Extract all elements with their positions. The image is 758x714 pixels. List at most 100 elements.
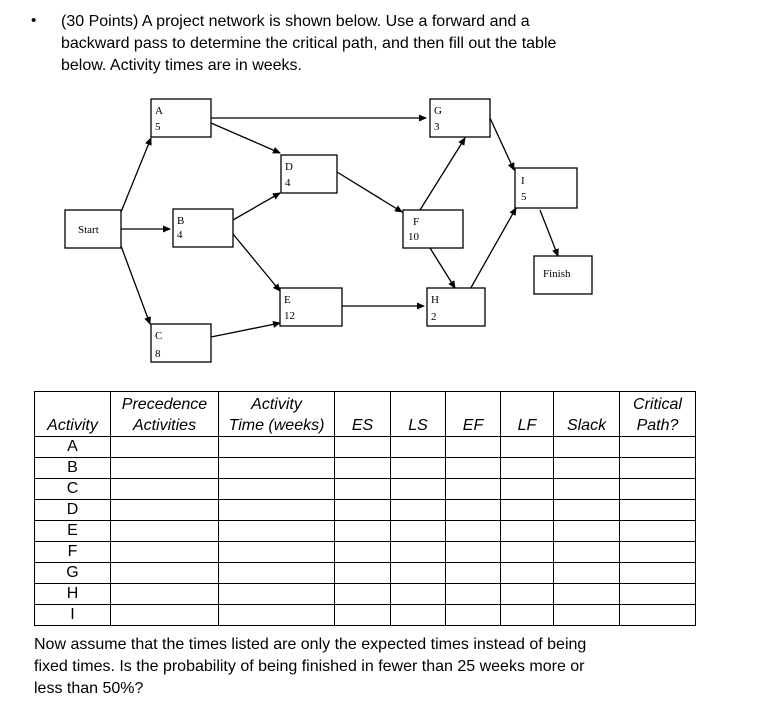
answer-cell[interactable] [445,436,501,458]
answer-cell[interactable] [218,604,335,626]
answer-cell[interactable] [619,457,696,479]
answer-cell[interactable] [334,478,391,500]
activity-cell: G [34,562,111,584]
node-i-time: 5 [521,191,527,203]
answer-cell[interactable] [390,562,446,584]
answer-cell[interactable] [218,562,335,584]
answer-cell[interactable] [619,478,696,500]
answer-cell[interactable] [110,562,219,584]
table-row: D [34,499,696,521]
answer-cell[interactable] [553,562,620,584]
answer-cell[interactable] [390,457,446,479]
answer-cell[interactable] [553,520,620,542]
answer-cell[interactable] [445,520,501,542]
answer-cell[interactable] [553,541,620,563]
activity-cell: I [34,604,111,626]
answer-cell[interactable] [218,541,335,563]
answer-cell[interactable] [110,604,219,626]
answer-cell[interactable] [500,478,554,500]
answer-cell[interactable] [110,499,219,521]
edge-b-e [232,233,281,292]
node-finish: Finish [533,255,593,295]
answer-cell[interactable] [334,562,391,584]
edge-a-d [210,122,281,154]
node-c-letter: C [155,330,162,342]
answer-cell[interactable] [334,604,391,626]
answer-cell[interactable] [500,562,554,584]
answer-cell[interactable] [218,499,335,521]
answer-cell[interactable] [553,436,620,458]
answer-cell[interactable] [390,583,446,605]
edge-f-h [429,247,456,289]
activity-cell: E [34,520,111,542]
answer-cell[interactable] [619,541,696,563]
node-finish-label: Finish [543,268,571,280]
table-row: I [34,604,696,626]
header-ef: EF [445,391,501,437]
bullet-marker: • [31,12,37,29]
answer-cell[interactable] [500,520,554,542]
answer-cell[interactable] [619,583,696,605]
answer-cell[interactable] [110,457,219,479]
node-b-time: 4 [177,229,183,241]
answer-cell[interactable] [334,583,391,605]
node-g-letter: G [434,105,442,117]
answer-cell[interactable] [445,604,501,626]
answer-cell[interactable] [445,562,501,584]
node-g: G 3 [429,98,491,138]
answer-cell[interactable] [334,436,391,458]
answer-cell[interactable] [390,520,446,542]
answer-cell[interactable] [445,478,501,500]
answer-cell[interactable] [110,436,219,458]
edge-i-finish [539,209,559,257]
answer-cell[interactable] [500,583,554,605]
node-e-time: 12 [284,310,295,322]
answer-cell[interactable] [619,562,696,584]
answer-cell[interactable] [110,478,219,500]
answer-cell[interactable] [619,520,696,542]
activity-table: Activity Precedence Activities Activity … [34,391,696,626]
answer-cell[interactable] [334,457,391,479]
edge-c-e [210,320,281,338]
answer-cell[interactable] [218,478,335,500]
answer-cell[interactable] [500,457,554,479]
answer-cell[interactable] [218,520,335,542]
answer-cell[interactable] [553,478,620,500]
answer-cell[interactable] [500,499,554,521]
answer-cell[interactable] [218,583,335,605]
answer-cell[interactable] [553,583,620,605]
answer-cell[interactable] [218,457,335,479]
answer-cell[interactable] [445,583,501,605]
answer-cell[interactable] [110,541,219,563]
answer-cell[interactable] [619,604,696,626]
answer-cell[interactable] [390,478,446,500]
node-d: D 4 [280,154,338,194]
edge-f-g [419,137,466,211]
answer-cell[interactable] [500,541,554,563]
answer-cell[interactable] [619,436,696,458]
answer-cell[interactable] [619,499,696,521]
answer-cell[interactable] [553,499,620,521]
answer-cell[interactable] [553,604,620,626]
node-i: I 5 [514,167,578,209]
answer-cell[interactable] [334,541,391,563]
answer-cell[interactable] [390,541,446,563]
header-lf: LF [500,391,554,437]
activity-cell: F [34,541,111,563]
answer-cell[interactable] [445,541,501,563]
answer-cell[interactable] [390,436,446,458]
answer-cell[interactable] [500,436,554,458]
answer-cell[interactable] [110,583,219,605]
header-precedence-line-1: Precedence [121,396,208,413]
answer-cell[interactable] [445,457,501,479]
answer-cell[interactable] [334,520,391,542]
answer-cell[interactable] [390,604,446,626]
answer-cell[interactable] [218,436,335,458]
node-f-letter: F [413,216,419,228]
answer-cell[interactable] [110,520,219,542]
answer-cell[interactable] [445,499,501,521]
answer-cell[interactable] [390,499,446,521]
answer-cell[interactable] [553,457,620,479]
answer-cell[interactable] [500,604,554,626]
answer-cell[interactable] [334,499,391,521]
